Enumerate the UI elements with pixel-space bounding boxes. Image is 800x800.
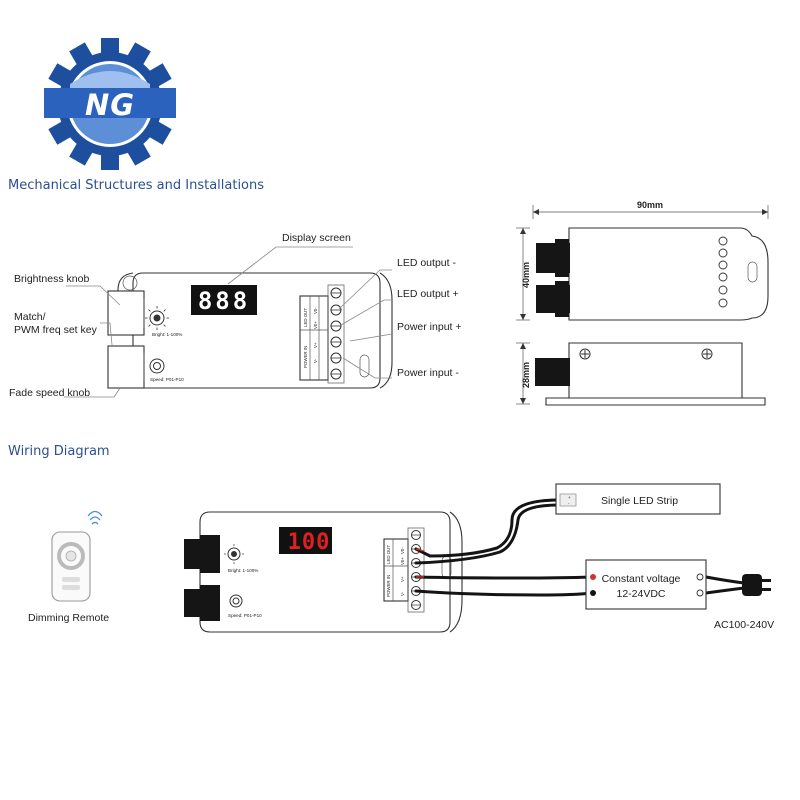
callout-display-screen: Display screen: [282, 232, 351, 244]
led-strip: + - Single LED Strip: [555, 483, 721, 515]
callout-fade-speed-knob: Fade speed knob: [9, 387, 90, 399]
mechanical-section-title: Mechanical Structures and Installations: [8, 178, 264, 193]
psu-label-line1: Constant voltage: [602, 573, 681, 585]
display-digits-top: 888: [198, 287, 250, 315]
terminal-label-wiring-1: V0-: [400, 547, 405, 554]
dimension-top-view: 90mm 40mm: [516, 200, 769, 321]
group-label-power-in-top: POWER IN: [303, 346, 308, 368]
psu-negative-terminal: [590, 590, 596, 596]
wiring-section-title: Wiring Diagram: [8, 444, 110, 459]
terminal-label-wiring-4: V-: [400, 591, 405, 596]
wiring-bright-label: Bright: 1-100%: [228, 568, 258, 573]
psu-label-line2: 12-24VDC: [616, 588, 665, 600]
fade-speed-knob-body: [107, 345, 145, 389]
brightness-knob-body: [107, 290, 145, 336]
remote-label: Dimming Remote: [28, 612, 109, 624]
side-view-screw-right: [701, 348, 713, 360]
led-strip-label: Single LED Strip: [601, 495, 678, 507]
wiring-brightness-icon: [224, 544, 244, 564]
wireless-signal-icon: [87, 510, 103, 525]
terminal-label-top-1: V0-: [313, 307, 318, 314]
output-wires: [414, 498, 562, 565]
power-supply: Constant voltage 12-24VDC: [585, 559, 707, 610]
dimension-side-view: 28mm: [516, 342, 766, 406]
strip-mark-minus: -: [568, 501, 570, 506]
terminal-screws-top: [327, 284, 345, 384]
group-label-led-out-top: LED OUT: [303, 308, 308, 327]
display-screen: [191, 285, 257, 315]
terminal-screws-wiring: [407, 527, 425, 613]
callout-power-input-plus: Power input +: [397, 321, 462, 333]
ac-wires: [704, 575, 746, 595]
side-view-knob: [535, 358, 570, 386]
callout-brightness-knob: Brightness knob: [14, 273, 89, 285]
speed-knob-icon: [149, 358, 165, 374]
ng-logo: NG: [44, 38, 176, 170]
wiring-display-screen: [279, 527, 332, 554]
power-wires: [414, 575, 594, 597]
display-digits-wiring: 100: [288, 530, 331, 555]
ac-voltage-label: AC100-240V: [714, 619, 774, 631]
terminal-label-top-3: V+: [313, 342, 318, 348]
terminal-label-wiring-3: V+: [400, 576, 405, 582]
psu-positive-terminal: [590, 574, 596, 580]
terminal-label-top-4: V-: [313, 358, 318, 363]
dim-depth-label: 28mm: [521, 362, 531, 388]
controller-front-view: Bright: 1-100% Speed: P01-P10 888 LED OU…: [64, 246, 393, 398]
logo-text: NG: [85, 88, 135, 122]
controller-wiring-view: Bright: 1-100% Speed: P01-P10 100 LED OU…: [184, 511, 463, 633]
bright-range-label: Bright: 1-100%: [152, 332, 182, 337]
terminal-label-top-2: V0+: [313, 321, 318, 329]
strip-mark-plus: +: [568, 495, 571, 500]
dim-width-label: 90mm: [637, 200, 663, 210]
brightness-knob-icon: [145, 306, 169, 330]
dim-height-label: 40mm: [521, 262, 531, 288]
callout-led-output-minus: LED output -: [397, 257, 456, 269]
group-label-power-in-wiring: POWER IN: [386, 575, 391, 597]
callout-match-line1: Match/: [14, 311, 46, 323]
speed-range-label: Speed: P01-P10: [150, 377, 184, 382]
group-label-led-out-wiring: LED OUT: [386, 545, 391, 564]
side-view-screw-left: [579, 348, 591, 360]
ac-plug-icon: [742, 574, 771, 596]
wiring-speed-label: Speed: P01-P10: [228, 613, 262, 618]
callout-led-output-plus: LED output +: [397, 288, 459, 300]
callout-power-input-minus: Power input -: [397, 367, 459, 379]
callout-match-line2: PWM freq set key: [14, 324, 98, 336]
dimming-remote: [51, 531, 91, 602]
wiring-speed-icon: [229, 594, 243, 608]
terminal-label-wiring-2: V0+: [400, 557, 405, 565]
